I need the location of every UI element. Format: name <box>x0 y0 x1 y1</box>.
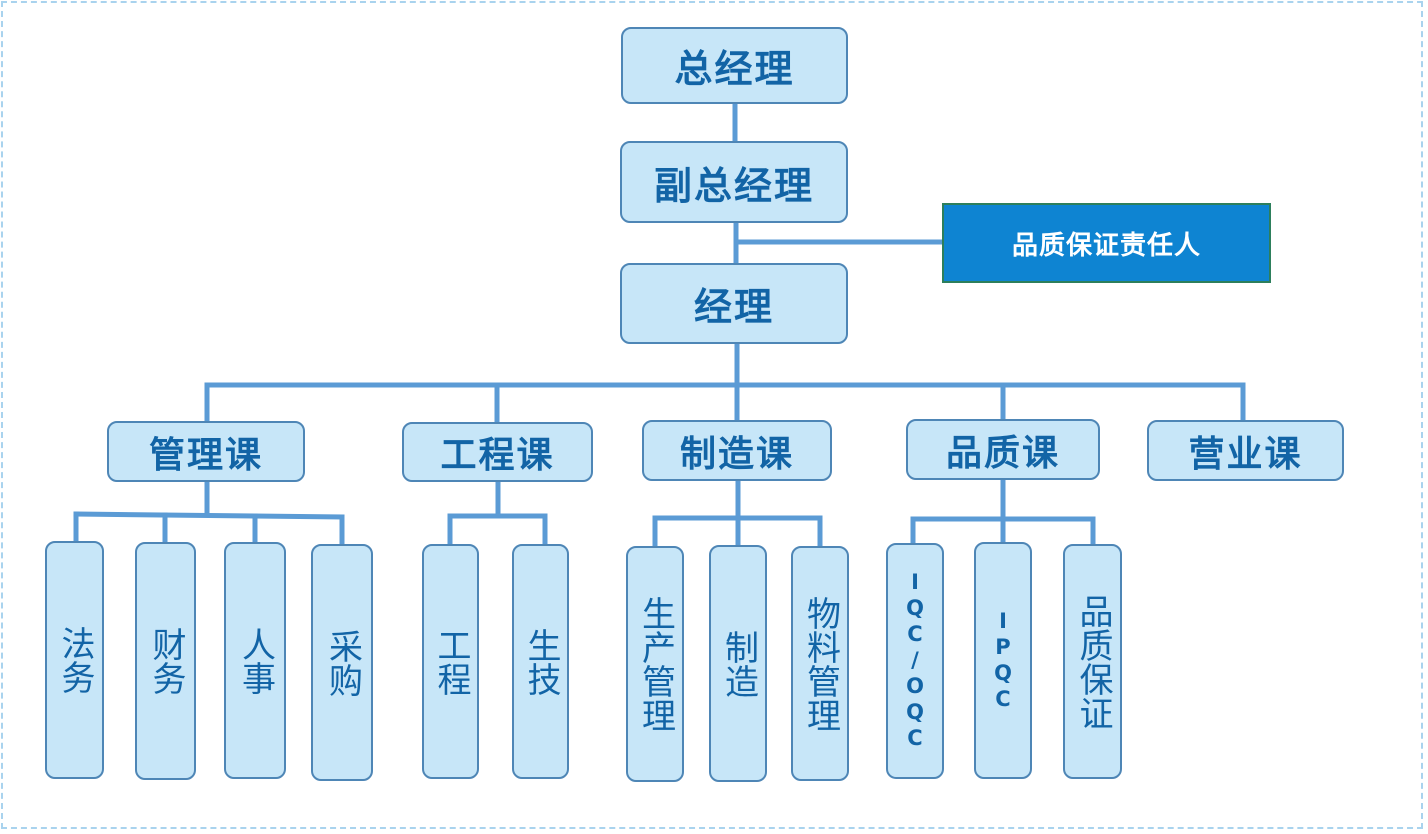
node-legal: 法务 <box>45 541 104 779</box>
node-purchasing: 采购 <box>311 544 373 781</box>
node-engineering-department: 工程课 <box>402 422 593 482</box>
node-engineering: 工程 <box>422 544 479 779</box>
node-iqc-oqc: IQC/OQC <box>886 543 944 779</box>
node-legal-label: 法务 <box>55 626 95 694</box>
node-quality-department: 品质课 <box>906 419 1100 480</box>
node-manufacturing-label: 制造 <box>718 629 759 698</box>
node-production-management-label: 生产管理 <box>635 596 676 732</box>
node-material-management-label: 物料管理 <box>800 595 841 732</box>
node-hr: 人事 <box>224 542 286 779</box>
node-hr-label: 人事 <box>235 626 276 695</box>
node-manufacturing-department: 制造课 <box>642 420 832 481</box>
node-manager: 经理 <box>620 263 848 344</box>
node-admin-department: 管理课 <box>107 421 305 482</box>
node-manufacturing: 制造 <box>709 545 767 782</box>
node-iqc-oqc-label: IQC/OQC <box>903 570 927 752</box>
node-ipqc: IPQC <box>974 542 1032 779</box>
node-finance-label: 财务 <box>146 627 186 695</box>
node-quality-assurance-label: 品质保证 <box>1073 593 1113 730</box>
node-engineering-label: 工程 <box>431 627 471 696</box>
node-deputy-general-manager: 副总经理 <box>620 141 848 223</box>
node-sales-department: 营业课 <box>1147 420 1344 481</box>
node-production-technology-label: 生技 <box>521 627 561 696</box>
node-quality-assurance: 品质保证 <box>1063 544 1122 779</box>
node-material-management: 物料管理 <box>791 546 849 781</box>
node-purchasing-label: 采购 <box>322 628 363 697</box>
connector-admin-bus <box>73 511 345 520</box>
node-quality-assurance-responsible: 品质保证责任人 <box>942 203 1271 283</box>
node-production-technology: 生技 <box>512 544 569 779</box>
node-finance: 财务 <box>135 542 196 780</box>
node-production-management: 生产管理 <box>626 546 684 782</box>
node-general-manager: 总经理 <box>621 27 848 104</box>
node-ipqc-label: IPQC <box>991 608 1015 713</box>
